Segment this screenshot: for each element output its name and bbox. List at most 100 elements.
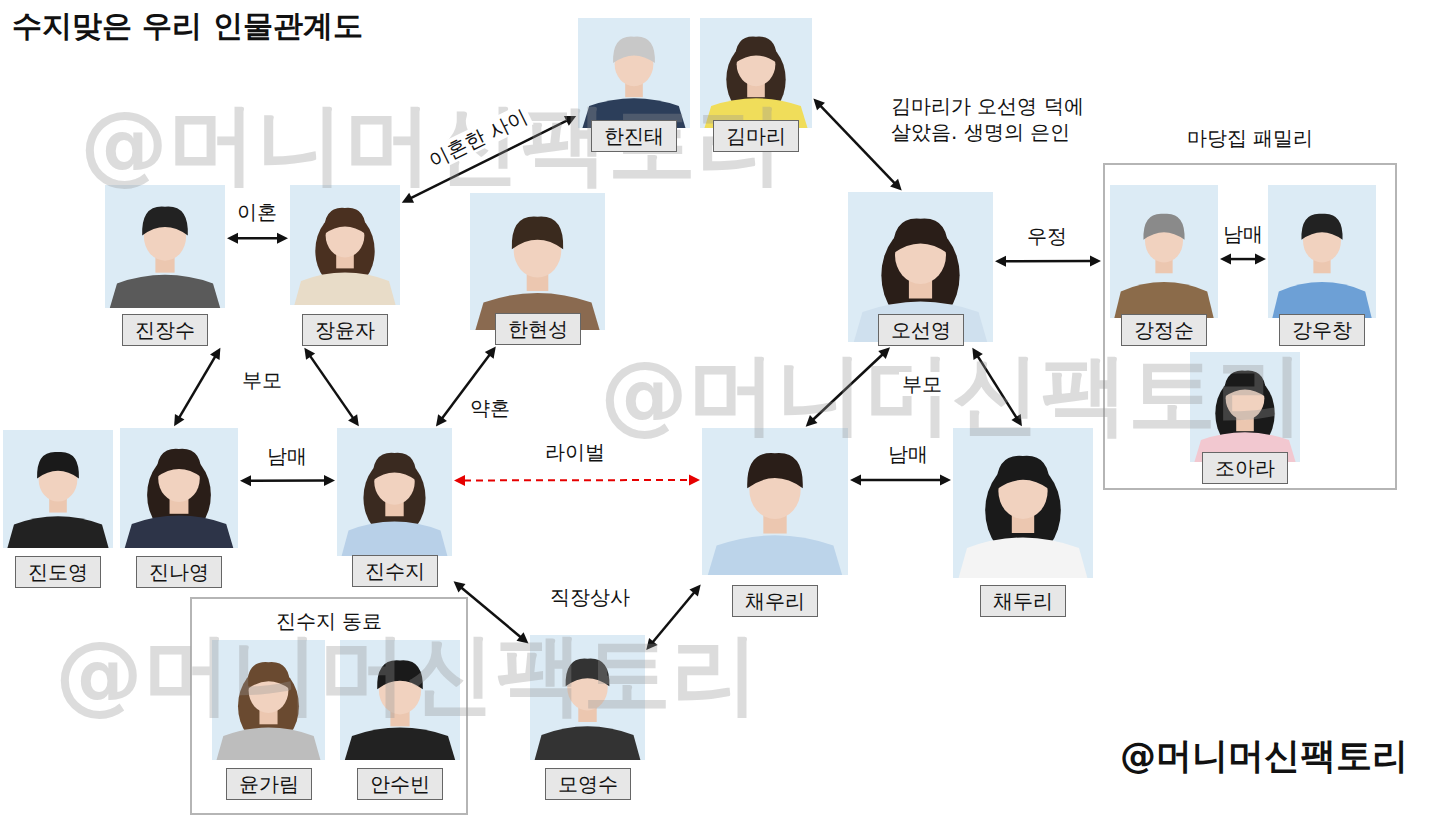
body-shape bbox=[110, 275, 220, 308]
portrait-photo bbox=[1110, 185, 1218, 318]
watermark-text: @머니머신팩토리 bbox=[55, 630, 759, 718]
hair-top bbox=[324, 208, 366, 235]
hair-top bbox=[512, 217, 563, 250]
portrait-photo bbox=[953, 428, 1093, 578]
photo-background bbox=[1268, 185, 1376, 318]
portrait-photo bbox=[105, 185, 225, 308]
relation-arrow bbox=[1220, 254, 1266, 265]
name-label: 한현성 bbox=[495, 313, 581, 345]
connector-line bbox=[179, 356, 215, 417]
name-label: 윤가림 bbox=[226, 768, 312, 800]
portrait-photo bbox=[470, 193, 605, 330]
hair-top bbox=[37, 452, 79, 479]
relation-label: 이혼 bbox=[234, 200, 280, 224]
body-shape bbox=[1272, 282, 1371, 318]
arrow-head bbox=[1090, 256, 1101, 267]
arrow-head bbox=[240, 475, 251, 486]
hair-top bbox=[747, 453, 803, 488]
person-card: 강정순 bbox=[1110, 185, 1218, 346]
portrait-photo bbox=[337, 428, 452, 556]
name-label: 김마리 bbox=[713, 120, 799, 152]
name-label: 채우리 bbox=[732, 585, 818, 617]
hair-top bbox=[373, 453, 417, 481]
photo-background bbox=[953, 428, 1093, 578]
arrow-head bbox=[348, 414, 359, 426]
connector-line bbox=[1005, 260, 1091, 263]
connector-line bbox=[820, 106, 894, 184]
group-box: 마당집 패밀리강정순강우창조아라 bbox=[1103, 163, 1397, 490]
portrait-photo bbox=[702, 428, 848, 575]
relation-label: 부모 bbox=[899, 372, 945, 396]
connector-line bbox=[310, 356, 353, 418]
photo-background bbox=[702, 428, 848, 575]
person-card: 장윤자 bbox=[290, 185, 400, 346]
relation-label: 우정 bbox=[1024, 224, 1070, 248]
arrow-head bbox=[454, 581, 466, 592]
person-card: 한현성 bbox=[470, 193, 605, 345]
person-card: 오선영 bbox=[848, 192, 993, 346]
body-shape bbox=[959, 538, 1088, 579]
portrait-photo bbox=[1268, 185, 1376, 318]
connector-line bbox=[250, 479, 325, 482]
name-label: 강우창 bbox=[1279, 314, 1365, 346]
connector-line bbox=[1230, 258, 1256, 261]
name-label: 진도영 bbox=[15, 556, 101, 588]
arrow-head bbox=[304, 348, 315, 360]
arrow-head bbox=[227, 233, 238, 244]
portrait-photo bbox=[120, 428, 238, 548]
relation-arrow bbox=[454, 475, 700, 486]
person-card: 진장수 bbox=[105, 185, 225, 346]
watermark-text: @머니머신팩토리 bbox=[80, 100, 784, 188]
name-label: 조아라 bbox=[1202, 452, 1288, 484]
body-shape bbox=[217, 728, 321, 760]
arrow-head bbox=[995, 256, 1006, 267]
relation-label: 남매 bbox=[264, 444, 310, 468]
arrow-head bbox=[210, 348, 220, 360]
hair-top bbox=[1143, 214, 1184, 240]
hair-top bbox=[613, 37, 655, 64]
name-label: 강정순 bbox=[1121, 314, 1207, 346]
arrow-head bbox=[1255, 254, 1266, 265]
relation-label: 약혼 bbox=[467, 396, 513, 420]
photo-background bbox=[290, 185, 400, 305]
relation-arrow bbox=[813, 99, 901, 191]
person-card: 강우창 bbox=[1268, 185, 1376, 346]
hair-top bbox=[157, 449, 202, 477]
name-label: 한진태 bbox=[591, 120, 677, 152]
person-card: 한진태 bbox=[578, 18, 690, 152]
photo-background bbox=[337, 428, 452, 556]
arrow-head bbox=[890, 179, 902, 191]
relation-label: 남매 bbox=[885, 442, 931, 466]
relation-arrow bbox=[240, 475, 335, 486]
relation-label: 김마리가 오선영 덕에 살았음. 생명의 은인 bbox=[888, 93, 1106, 145]
body-shape bbox=[342, 521, 448, 556]
name-label: 오선영 bbox=[878, 314, 964, 346]
photo-background bbox=[105, 185, 225, 308]
name-label: 장윤자 bbox=[302, 314, 388, 346]
person-card: 진수지 bbox=[337, 428, 452, 587]
name-label: 진장수 bbox=[122, 314, 208, 346]
hair-top bbox=[996, 456, 1049, 490]
body-shape bbox=[345, 728, 455, 760]
arrow-head bbox=[436, 414, 447, 426]
person-card: 채우리 bbox=[702, 428, 848, 617]
name-label: 모영수 bbox=[545, 768, 631, 800]
name-label: 진수지 bbox=[352, 555, 438, 587]
arrow-head bbox=[1220, 254, 1231, 265]
diagram-title: 수지맞은 우리 인물관계도 bbox=[12, 8, 363, 44]
arrow-head bbox=[485, 347, 496, 359]
relation-label: 라이벌 bbox=[542, 440, 608, 464]
group-heading: 마당집 패밀리 bbox=[1105, 125, 1395, 151]
body-shape bbox=[7, 516, 108, 548]
portrait-photo bbox=[3, 430, 113, 548]
portrait-photo bbox=[290, 185, 400, 305]
arrow-head bbox=[940, 474, 951, 485]
name-label: 진나영 bbox=[136, 556, 222, 588]
arrow-head bbox=[689, 475, 700, 486]
connector-line bbox=[464, 479, 690, 481]
hair-top bbox=[142, 206, 188, 235]
body-shape bbox=[294, 273, 395, 305]
photo-background bbox=[120, 428, 238, 548]
relation-arrow bbox=[174, 348, 220, 427]
